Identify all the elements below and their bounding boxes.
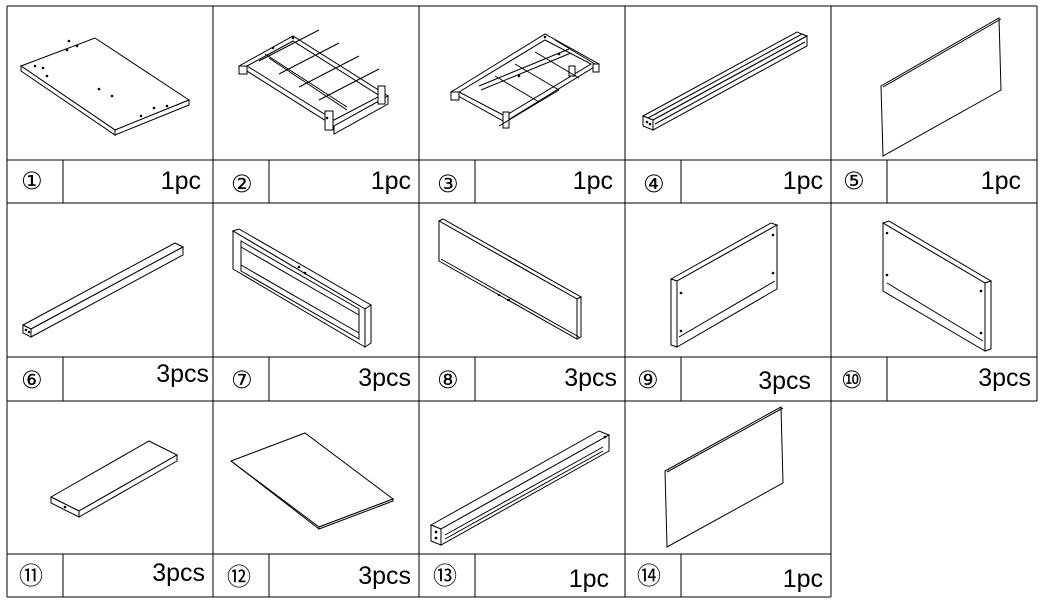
part-quantity: 3pcs bbox=[358, 364, 411, 392]
part-quantity: 1pc bbox=[782, 565, 823, 593]
part-cell-12: ⑫ 3pcs bbox=[213, 401, 419, 597]
slatted-frame-drawing bbox=[450, 33, 600, 129]
part-cell-4: ④ 1pc bbox=[625, 6, 831, 203]
part-number: ⑬ bbox=[433, 562, 457, 590]
part-cell-1: ① 1pc bbox=[7, 6, 213, 203]
part-number: ⑭ bbox=[637, 562, 661, 590]
part-number: ⑫ bbox=[227, 563, 251, 591]
part-number: ⑤ bbox=[843, 167, 865, 195]
part-quantity: 1pc bbox=[370, 167, 411, 195]
side-panel-drawing bbox=[881, 220, 993, 352]
thin-panel-drawing bbox=[880, 17, 1002, 157]
part-number: ④ bbox=[643, 170, 665, 198]
part-cell-3: ③ 1pc bbox=[419, 6, 625, 203]
board-with-holes-drawing bbox=[19, 37, 191, 136]
part-cell-8: ⑧ 3pcs bbox=[419, 203, 625, 401]
long-panel-drawing bbox=[437, 218, 583, 340]
part-cell-7: ⑦ 3pcs bbox=[213, 203, 419, 401]
part-quantity: 1pc bbox=[980, 167, 1021, 195]
part-cell-2: ② 1pc bbox=[213, 6, 419, 203]
part-cell-10: ⑩ 3pcs bbox=[831, 203, 1037, 401]
part-quantity: 1pc bbox=[568, 565, 609, 593]
part-cell-6: ⑥ 3pcs bbox=[7, 203, 213, 401]
part-number: ⑧ bbox=[437, 366, 459, 394]
side-panel-drawing bbox=[669, 222, 779, 348]
part-quantity: 1pc bbox=[572, 167, 613, 195]
framed-front-panel-drawing bbox=[231, 228, 372, 348]
part-quantity: 3pcs bbox=[564, 364, 617, 392]
part-cell-9: ⑨ 3pcs bbox=[625, 203, 831, 401]
part-number: ⑩ bbox=[841, 366, 863, 394]
part-cell-14: ⑭ 1pc bbox=[625, 401, 831, 597]
part-quantity: 3pcs bbox=[156, 360, 209, 388]
part-cell-13: ⑬ 1pc bbox=[419, 401, 625, 597]
part-quantity: 1pc bbox=[160, 167, 201, 195]
part-quantity: 1pc bbox=[782, 167, 823, 195]
thin-panel-drawing bbox=[664, 406, 784, 548]
short-board-drawing bbox=[49, 440, 179, 518]
part-number: ① bbox=[21, 167, 43, 195]
part-number: ② bbox=[231, 170, 253, 198]
part-quantity: 3pcs bbox=[758, 367, 811, 395]
part-number: ⑪ bbox=[19, 562, 43, 590]
slatted-frame-drawing bbox=[238, 29, 389, 135]
part-number: ⑨ bbox=[637, 366, 659, 394]
part-cell-5: ⑤ 1pc bbox=[831, 6, 1037, 203]
part-number: ⑥ bbox=[21, 366, 43, 394]
grooved-rail-drawing bbox=[429, 430, 611, 546]
rail-drawing bbox=[21, 242, 185, 338]
rail-drawing bbox=[641, 31, 809, 131]
part-quantity: 3pcs bbox=[152, 559, 205, 587]
part-number: ③ bbox=[437, 170, 459, 198]
part-cell-11: ⑪ 3pcs bbox=[7, 401, 213, 597]
part-quantity: 3pcs bbox=[358, 562, 411, 590]
thin-sheet-drawing bbox=[229, 432, 395, 530]
part-quantity: 3pcs bbox=[978, 364, 1031, 392]
part-number: ⑦ bbox=[231, 366, 253, 394]
